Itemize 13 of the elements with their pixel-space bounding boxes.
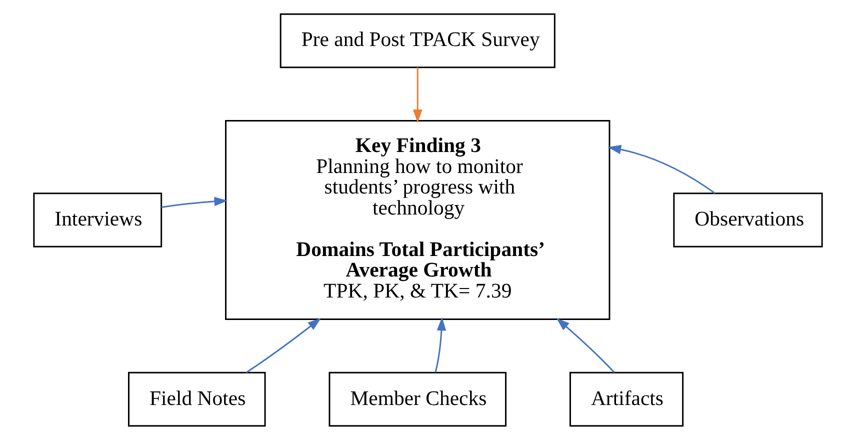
node-box: Member Checks	[328, 372, 507, 427]
node-box: Pre and Post TPACK Survey	[280, 13, 556, 68]
arrow	[434, 317, 446, 373]
node-box: Interviews	[33, 192, 162, 248]
node-box: Key Finding 3 Planning how to monitor students’ progress with technology Domains Total Participants’ Average Growth TPK, PK, & TK= 7.39	[225, 120, 610, 320]
node-box: Field Notes	[128, 372, 266, 427]
arrow	[556, 318, 615, 373]
arrow	[246, 318, 322, 374]
node-box: Observations	[673, 192, 823, 248]
arrow	[608, 144, 716, 194]
arrow	[412, 67, 422, 123]
node-box: Artifacts	[569, 372, 684, 427]
arrow	[161, 196, 228, 208]
